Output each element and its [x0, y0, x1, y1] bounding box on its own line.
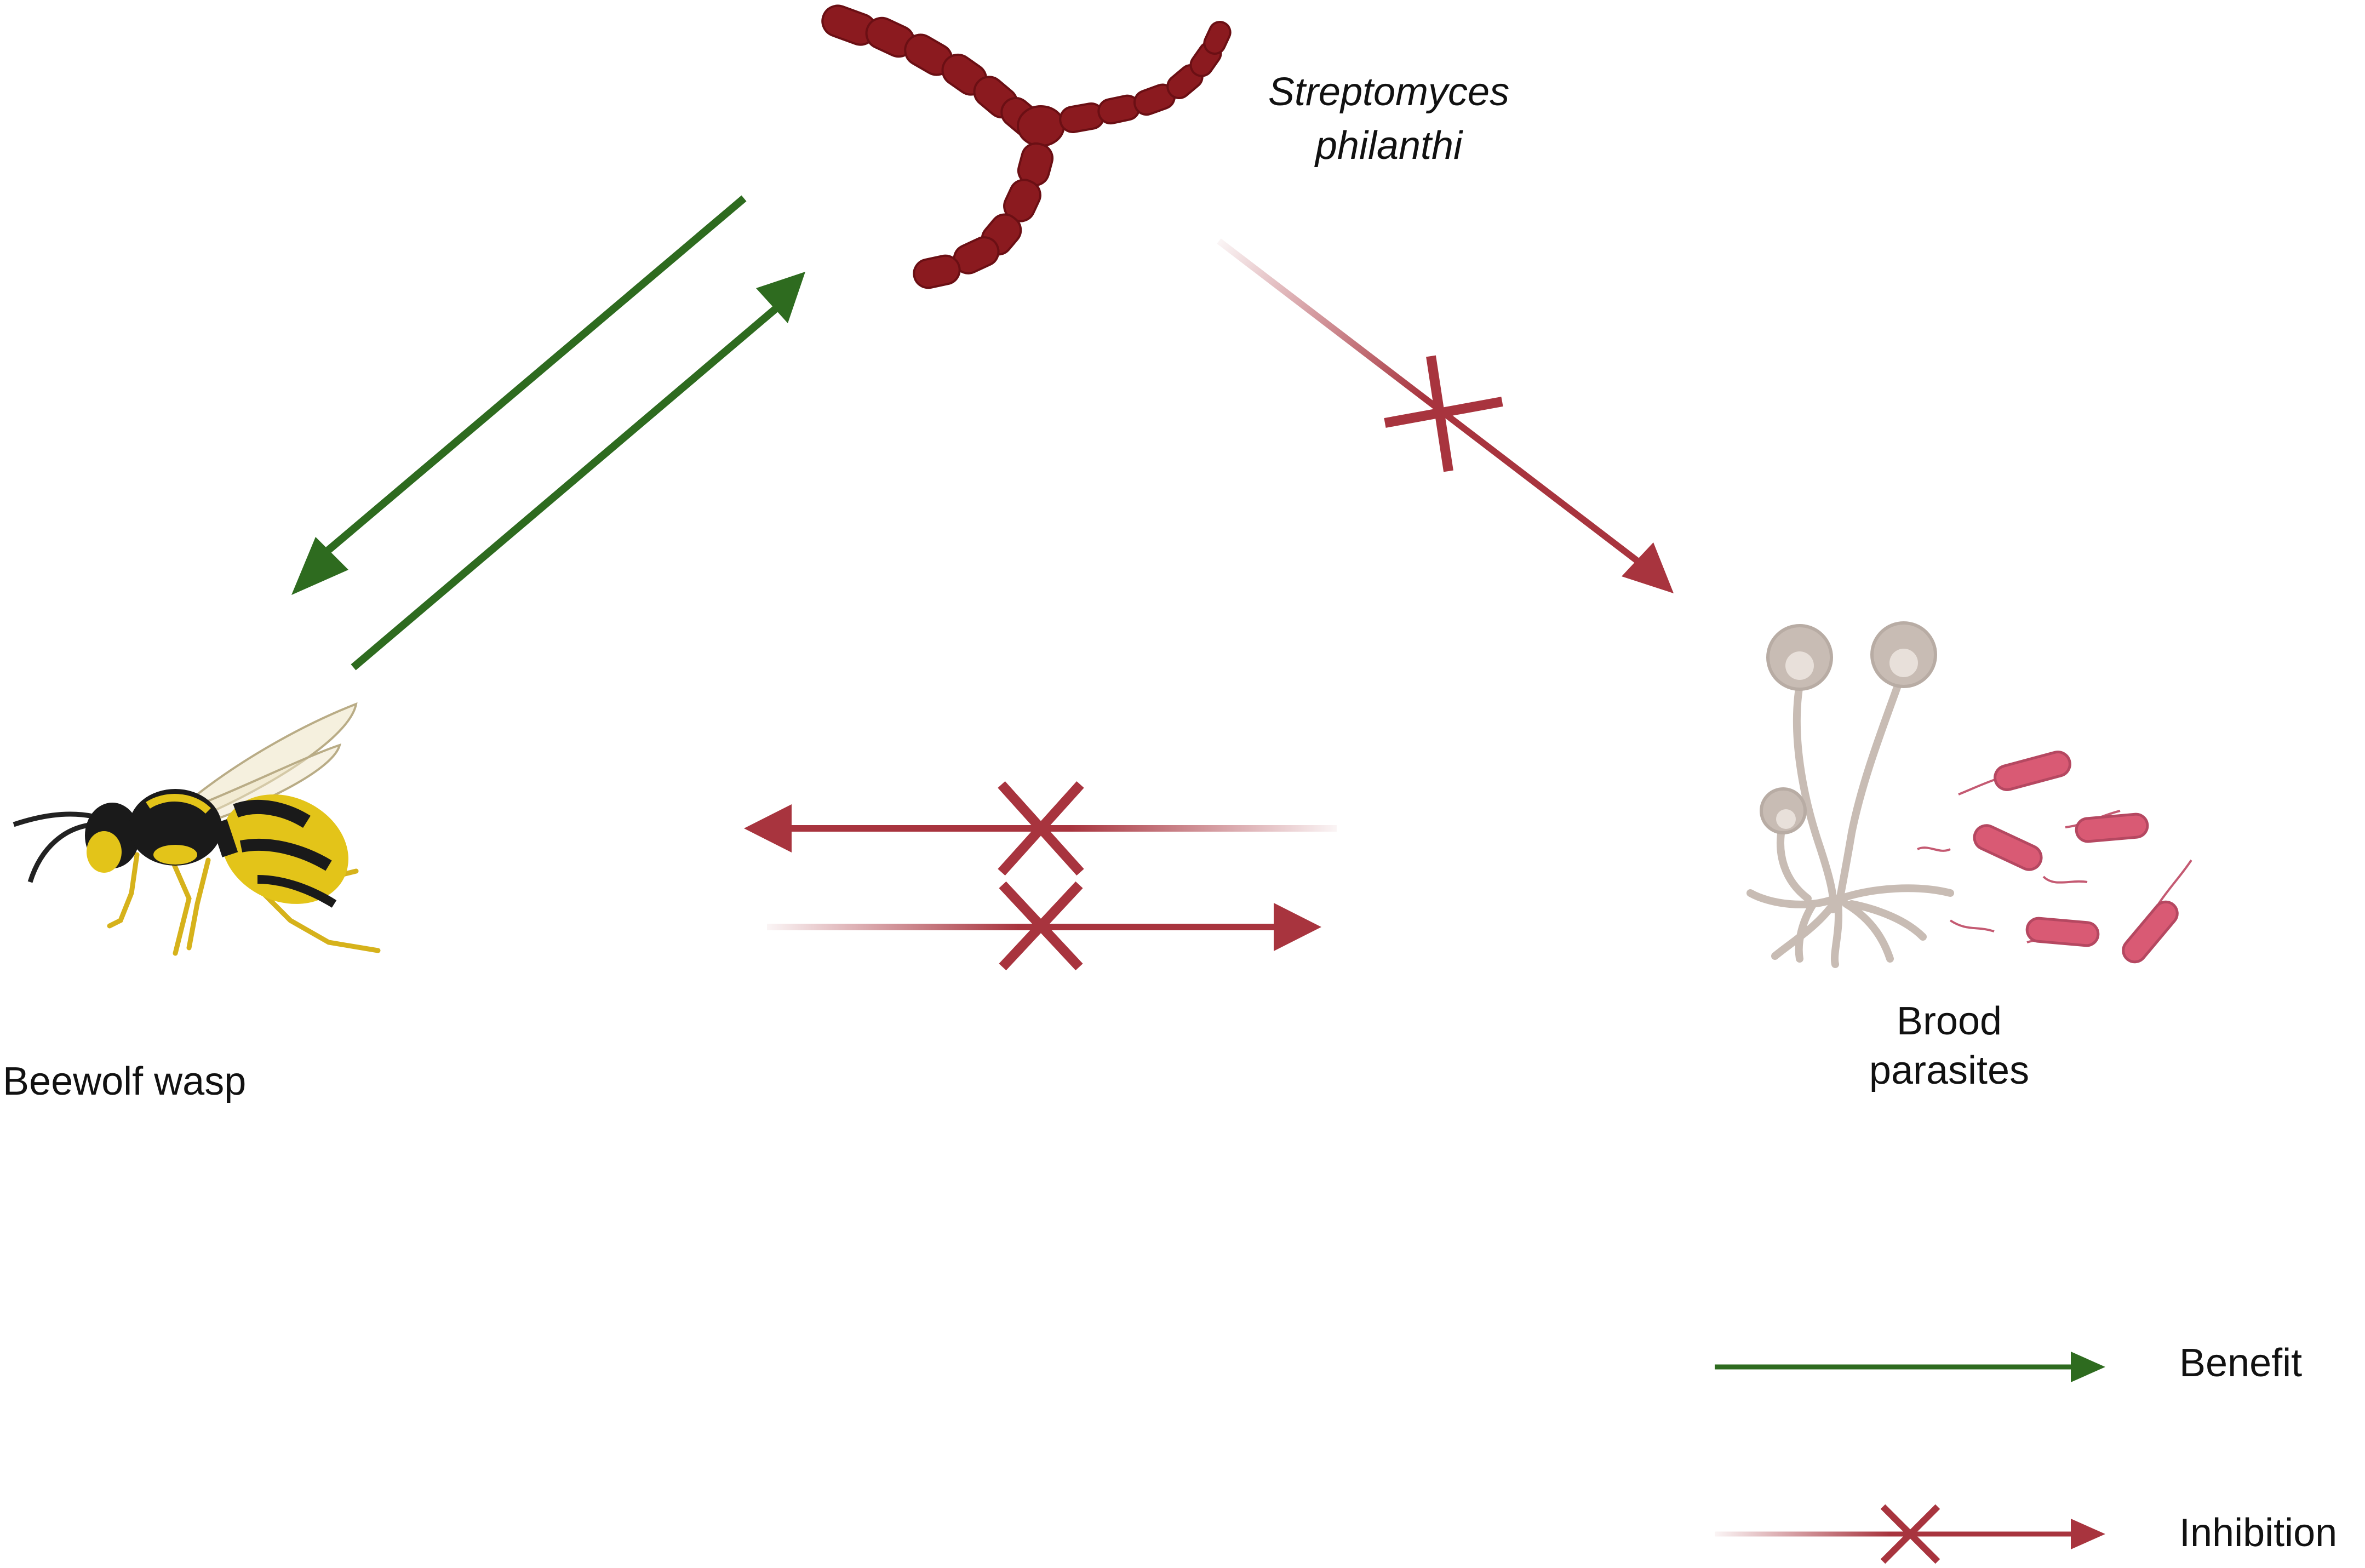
benefit-arrow-to-streptomyces	[351, 272, 805, 671]
inhibition-arrow-streptomyces-to-parasites	[1217, 238, 1674, 593]
inhibition-cross-icon	[999, 881, 1083, 971]
legend-benefit-arrow	[1715, 1352, 2105, 1382]
legend-benefit-label: Benefit	[2179, 1341, 2302, 1385]
streptomyces-label-line1: Streptomyces	[1268, 70, 1509, 114]
inhibition-cross-icon	[1880, 1504, 1940, 1564]
streptomyces-icon	[821, 4, 1232, 289]
inhibition-arrow-wasp-to-parasites	[767, 881, 1321, 971]
streptomyces-label-line2: philanthi	[1314, 124, 1463, 168]
legend: Benefit Inhibition	[1715, 1341, 2337, 1564]
inhibition-cross-icon	[1384, 355, 1503, 472]
wasp-icon	[13, 702, 381, 956]
inhibition-cross-icon	[998, 781, 1084, 876]
benefit-arrow-to-wasp	[291, 195, 747, 595]
wasp-label: Beewolf wasp	[3, 1060, 246, 1103]
inhibition-arrow-parasites-to-wasp	[744, 781, 1337, 876]
bacteria-icon	[1917, 751, 2192, 964]
parasites-label-line1: Brood	[1897, 999, 2002, 1043]
fungus-icon	[1746, 621, 1954, 968]
legend-inhibition-label: Inhibition	[2179, 1511, 2337, 1555]
legend-inhibition-arrow	[1715, 1504, 2105, 1564]
parasites-label-line2: parasites	[1869, 1049, 2029, 1092]
